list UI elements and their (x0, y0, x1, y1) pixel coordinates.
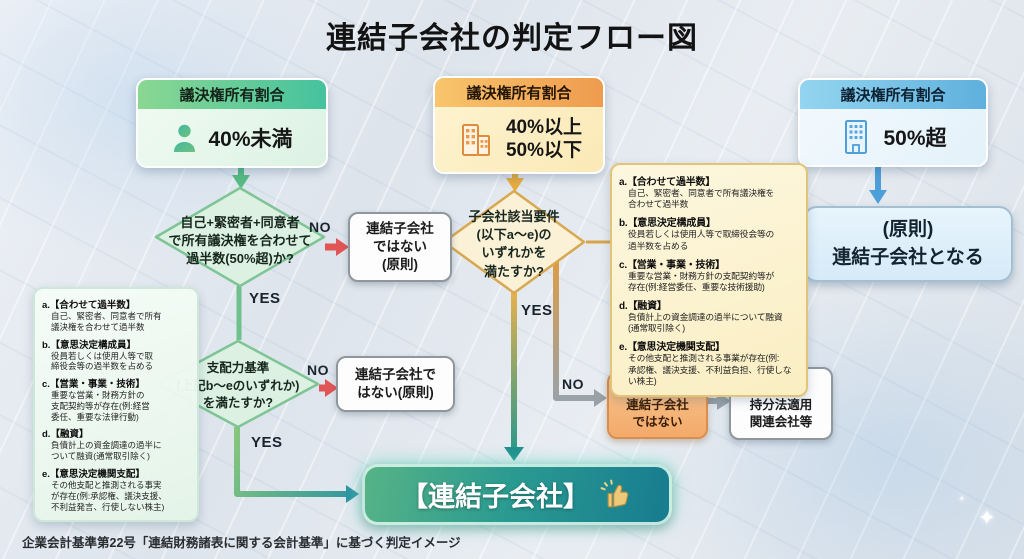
final-result-label: 【連結子会社】 (401, 482, 590, 512)
card-voting-40-50: 議決権所有割合 40%以上 50%以下 (433, 76, 605, 174)
result-not-subsidiary-1: 連結子会社 ではない (原則) (348, 212, 452, 282)
card-header-label: 議決権所有割合 (435, 78, 603, 107)
voting-ratio-value: 50%超 (883, 127, 947, 150)
criterion-label: c.【営業・事業・技術】 (42, 379, 145, 391)
decision-d3-text: 子会社該当要件 (以下a〜e)の いずれかを 満たすか? (468, 209, 560, 279)
criterion-label: d.【融資】 (42, 429, 89, 441)
yes-label-d2: YES (251, 434, 283, 451)
sparkle-icon: ✦ (977, 505, 996, 530)
no-label-d1: NO (309, 219, 331, 235)
sparkle-icon: ✦ (957, 494, 966, 505)
criterion-label: b.【意思決定構成員】 (619, 218, 716, 230)
criterion-desc: その他支配と推測される事実 が存在(例:承認権、議決支援、 不利益発言、行使しな… (51, 480, 167, 512)
criterion-desc: 負債計上の資金調達の過半について融資 (通常取引除く) (628, 312, 783, 334)
criterion-desc: 重要な営業・財務方針の 支配契約等が存在(例:経営 委任、重要な法律行動) (51, 390, 150, 422)
voting-ratio-value: 40%以上 50%以下 (505, 116, 583, 161)
result-principle-subsidiary: (原則) 連結子会社となる (803, 206, 1013, 282)
criterion-label: a.【合わせて過半数】 (42, 300, 136, 311)
criterion-label: e.【意思決定機関支配】 (42, 469, 145, 481)
page-title: 連結子会社の判定フロー図 (326, 22, 698, 55)
no-label-d3: NO (562, 376, 584, 392)
criterion-desc: 役員若しくは使用人等で取締役会等の 過半数を占める (628, 229, 775, 251)
person-icon (174, 124, 196, 152)
final-result-consolidated-subsidiary: 【連結子会社】 (362, 464, 672, 525)
decision-d1-text: 自己+緊密者+同意者 で所有議決権を合わせて 過半数(50%超)か? (168, 215, 312, 267)
criterion-desc: 負債計上の資金調達の過半に ついて融資(通常取引除く) (51, 440, 162, 462)
equity-method-label: 持分法適用 関連会社等 (749, 398, 813, 429)
building-icon (461, 123, 490, 156)
criteria-list-right: a.【合わせて過半数】 自己、緊密者、同意者で所有議決権を 合わせて過半数 b.… (610, 163, 808, 397)
card-header-label: 議決権所有割合 (138, 80, 326, 109)
criterion-desc: 自己、緊密者、同意者で所有議決権を 合わせて過半数 (628, 188, 775, 210)
voting-ratio-value: 40%未満 (208, 127, 293, 151)
result-not-subsidiary-2: 連結子会社で はない(原則) (336, 356, 455, 412)
criterion-desc: 重要な営業・財務方針の支配契約等が 存在(例:経営委任、重要な技術援助) (628, 270, 775, 292)
criterion-desc: 自己、緊密者、同意者で所有 議決権を合わせて過半数 (51, 311, 162, 332)
footer-note: 企業会計基準第22号「連結財務諸表に関する会計基準」に基づく判定イメージ (22, 536, 461, 550)
thumbs-up-icon (600, 479, 629, 507)
criterion-label: e.【意思決定機関支配】 (619, 342, 725, 354)
criterion-label: c.【営業・事業・技術】 (619, 259, 725, 271)
criterion-label: d.【融資】 (619, 301, 667, 313)
criterion-label: a.【合わせて過半数】 (619, 177, 716, 188)
criterion-desc: その他支配と推測される事業が存在(例: 承認権、議決支援、不利益負担、行使しない… (628, 353, 792, 386)
criterion-desc: 役員若しくは使用人等で取 締役会等の過半数を占める (51, 350, 154, 372)
card-voting-over-50: 議決権所有割合 50%超 (798, 78, 988, 167)
building-icon (845, 120, 868, 154)
yes-label-d1: YES (249, 290, 281, 307)
criterion-label: b.【意思決定構成員】 (42, 339, 136, 351)
no-label-d2: NO (307, 362, 329, 378)
yes-label-d3: YES (521, 302, 553, 319)
card-header-label: 議決権所有割合 (800, 80, 986, 109)
criteria-list-left: a.【合わせて過半数】 自己、緊密者、同意者で所有 議決権を合わせて過半数 b.… (33, 287, 199, 523)
card-voting-under-40: 議決権所有割合 40%未満 (136, 78, 328, 168)
